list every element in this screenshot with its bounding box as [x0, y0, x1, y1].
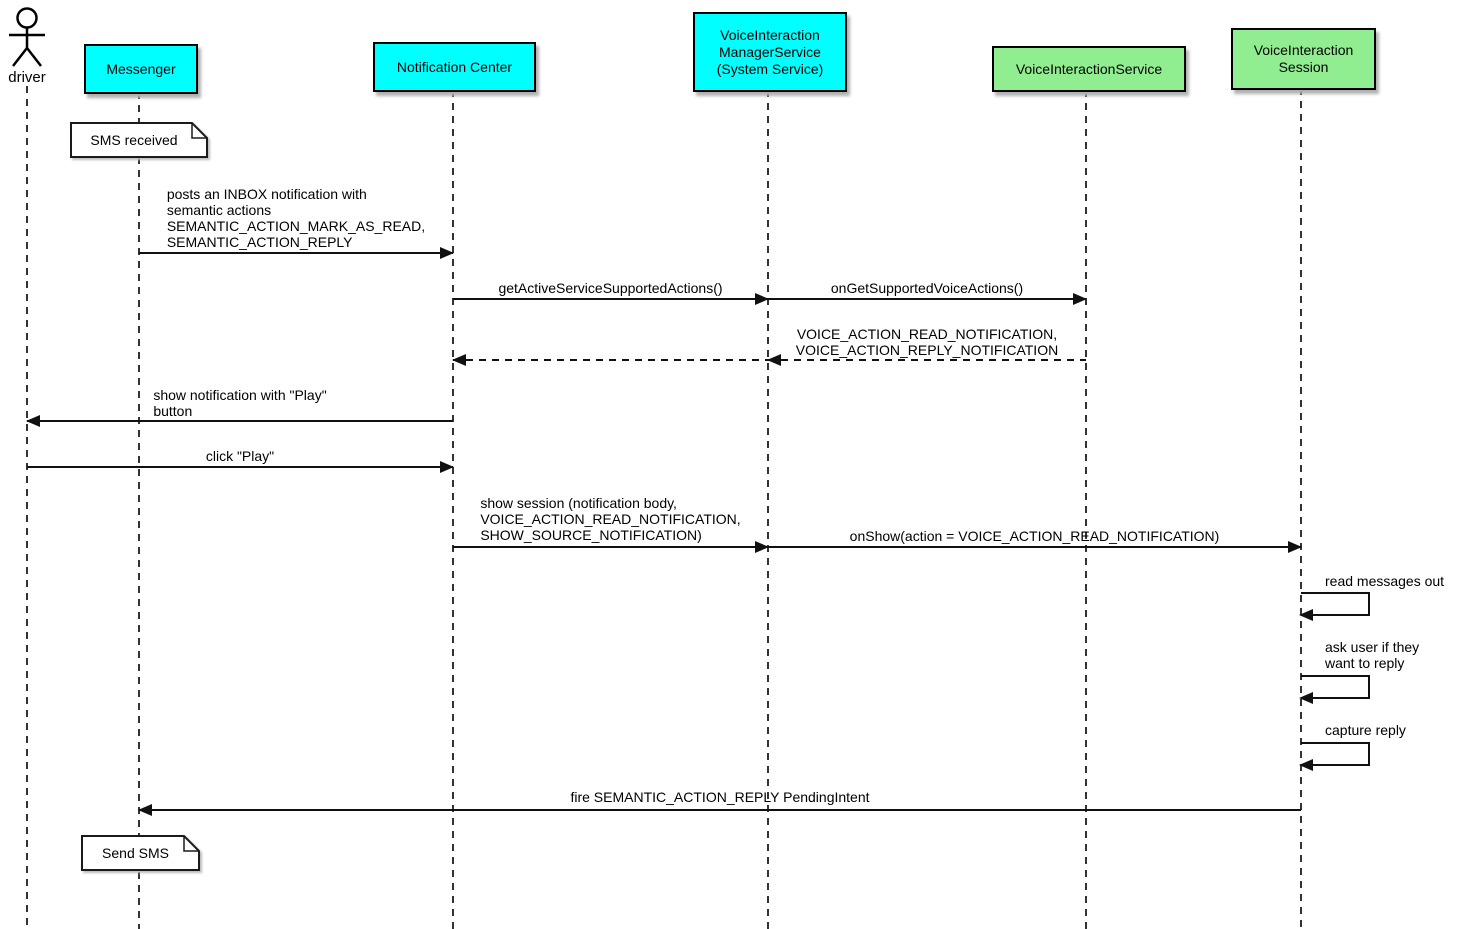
message-label-fire-pending-intent: fire SEMANTIC_ACTION_REPLY PendingIntent: [570, 789, 870, 805]
message-line-posts-inbox-notification: [139, 247, 454, 259]
actor-label: driver: [8, 69, 46, 86]
lifeline-messenger: [138, 92, 140, 929]
arrowhead-left-icon: [26, 415, 40, 427]
note-shape-icon: [81, 835, 200, 871]
participant-notification-center: Notification Center: [373, 42, 536, 92]
message-label-capture-reply: capture reply: [1325, 722, 1406, 738]
actor-person-icon: [9, 7, 45, 67]
message-line-on-get-supported-voice-actions: [768, 293, 1087, 305]
self-message-ask-user-reply: [1299, 675, 1370, 704]
message-label-on-show: onShow(action = VOICE_ACTION_READ_NOTIFI…: [849, 528, 1220, 544]
message-line-fire-pending-intent: [138, 804, 1301, 816]
arrowhead-left-icon: [452, 354, 466, 366]
participant-voice-interaction-manager-service: VoiceInteraction ManagerService (System …: [693, 12, 847, 92]
message-label-ask-user-reply: ask user if they want to reply: [1325, 639, 1420, 671]
arrowhead-left-icon: [1299, 609, 1313, 621]
participant-voice-interaction-session: VoiceInteraction Session: [1231, 28, 1376, 90]
arrowhead-right-icon: [755, 541, 769, 553]
arrowhead-left-icon: [1299, 759, 1313, 771]
lifeline-notification-center: [452, 90, 454, 929]
message-line-voice-actions-return: [767, 354, 1086, 366]
message-label-read-messages-out: read messages out: [1325, 573, 1445, 589]
message-label-show-notification-play: show notification with "Play" button: [153, 387, 327, 419]
note-send-sms: Send SMS: [81, 835, 200, 871]
message-line-show-session: [453, 541, 769, 553]
participant-voice-interaction-service: VoiceInteractionService: [992, 46, 1186, 92]
arrowhead-right-icon: [1073, 293, 1087, 305]
participant-messenger: Messenger: [84, 44, 198, 94]
lifeline-voice-interaction-session: [1300, 88, 1302, 929]
message-label-click-play: click "Play": [205, 448, 275, 464]
message-label-get-active-service-supported-actions: getActiveServiceSupportedActions(): [498, 280, 723, 296]
message-label-voice-actions-return: VOICE_ACTION_READ_NOTIFICATION, VOICE_AC…: [795, 326, 1059, 358]
self-message-read-messages-out: [1299, 592, 1370, 621]
arrowhead-left-icon: [767, 354, 781, 366]
note-text: SMS received: [90, 132, 178, 148]
message-label-show-session: show session (notification body, VOICE_A…: [480, 495, 741, 543]
message-label-on-get-supported-voice-actions: onGetSupportedVoiceActions(): [830, 280, 1024, 296]
lifeline-driver: [26, 86, 28, 929]
message-line-return-to-notification-center: [452, 354, 768, 366]
arrowhead-right-icon: [1288, 541, 1302, 553]
lifeline-voice-interaction-manager-service: [767, 90, 769, 929]
self-message-capture-reply: [1299, 742, 1370, 771]
message-line-show-notification-play: [26, 415, 453, 427]
lifeline-voice-interaction-service: [1085, 90, 1087, 929]
message-line-on-show: [768, 541, 1302, 553]
note-text: Send SMS: [102, 845, 169, 861]
note-shape-icon: [70, 122, 208, 158]
arrowhead-right-icon: [755, 293, 769, 305]
message-line-click-play: [27, 461, 454, 473]
arrowhead-right-icon: [440, 461, 454, 473]
note-sms-received: SMS received: [70, 122, 208, 158]
arrowhead-right-icon: [440, 247, 454, 259]
arrowhead-left-icon: [138, 804, 152, 816]
message-line-get-active-service-supported-actions: [453, 293, 769, 305]
message-label-posts-inbox-notification: posts an INBOX notification with semanti…: [166, 186, 426, 250]
arrowhead-left-icon: [1299, 692, 1313, 704]
